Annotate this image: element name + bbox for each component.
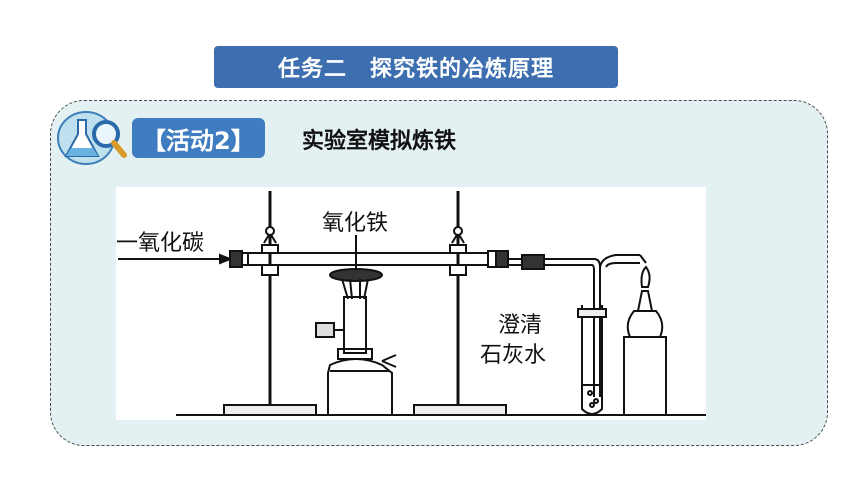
activity-tag: 【活动2】	[132, 118, 265, 158]
apparatus-drawing	[118, 191, 706, 416]
co-inlet-label: 一氧化碳	[116, 231, 205, 256]
activity-title: 实验室模拟炼铁	[302, 129, 457, 154]
apparatus-diagram: 一氧化碳 氧化铁 澄清 石灰水	[116, 187, 706, 420]
page-title: 任务二 探究铁的冶炼原理	[214, 46, 618, 88]
flask-magnifier-icon	[57, 111, 127, 165]
limewater-label-line1: 澄清	[498, 313, 543, 338]
iron-oxide-label: 氧化铁	[322, 211, 389, 236]
limewater-label-line2: 石灰水	[480, 343, 547, 368]
